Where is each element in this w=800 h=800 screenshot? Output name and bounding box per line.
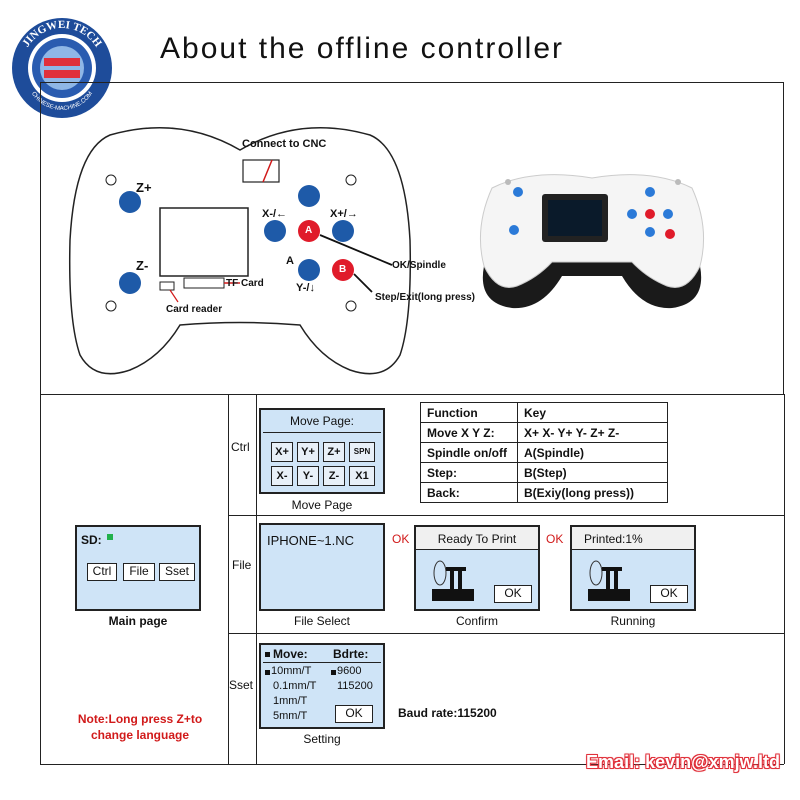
key-spindle[interactable]: SPN: [349, 442, 375, 462]
printer-icon: [588, 560, 630, 601]
z-minus-label: Z-: [136, 258, 149, 273]
main-page-screen: SD: Ctrl File Sset: [75, 525, 201, 611]
email-watermark: Email: kevin@xmjw.ltd: [586, 752, 780, 772]
y-minus-label: Y-/↓: [296, 282, 315, 294]
running-caption: Running: [610, 614, 656, 628]
confirm-caption: Confirm: [455, 614, 498, 628]
confirm-screen: Ready To Print OK: [414, 525, 540, 611]
ok-spindle-label: OK/Spindle: [392, 260, 446, 271]
controller-outline: [68, 127, 412, 375]
x-plus-label: X+/→: [330, 208, 358, 220]
row-label-file: File: [232, 558, 252, 572]
bdrte-header: Bdrte:: [333, 647, 369, 661]
sd-label: SD:: [81, 533, 102, 547]
function-table: Function Key Move X Y Z: X+ X- Y+ Y- Z+ …: [420, 402, 668, 503]
page-title: About the offline controller: [160, 32, 565, 65]
a-button-letter: A: [305, 225, 313, 236]
confirm-header: Ready To Print: [437, 532, 517, 546]
running-screen: Printed:1% OK: [570, 525, 696, 611]
table-cell: Move X Y Z:: [420, 422, 518, 443]
step-exit-label: Step/Exit(long press): [375, 292, 476, 303]
key-z-minus[interactable]: Z-: [323, 466, 345, 486]
table-row: Move X Y Z: X+ X- Y+ Y- Z+ Z-: [420, 422, 668, 443]
confirm-ok-button[interactable]: OK: [494, 585, 532, 603]
move-option[interactable]: 0.1mm/T: [273, 680, 317, 692]
setting-ok-button[interactable]: OK: [335, 705, 373, 723]
x-minus-label: X-/←: [262, 208, 288, 220]
company-logo: JINGWEI TECH CHINESE-MACHINE.COM: [12, 18, 112, 118]
table-cell: B(Exiy(long press)): [517, 482, 668, 503]
move-page-caption: Move Page: [291, 498, 353, 512]
card-reader-label: Card reader: [166, 304, 223, 315]
move-option[interactable]: 10mm/T: [271, 665, 312, 677]
ctrl-button[interactable]: Ctrl: [87, 563, 117, 581]
setting-screen: Move: Bdrte: 10mm/T 0.1mm/T 1mm/T 5mm/T …: [259, 643, 385, 729]
baud-rate-note: Baud rate:115200: [398, 706, 497, 720]
setting-caption: Setting: [303, 732, 341, 746]
table-header: Key: [517, 402, 668, 423]
table-cell: Step:: [420, 462, 518, 483]
sset-button[interactable]: Sset: [159, 563, 195, 581]
running-ok-button[interactable]: OK: [650, 585, 688, 603]
row-label-sset: Sset: [229, 678, 254, 692]
table-cell: B(Step): [517, 462, 668, 483]
move-option[interactable]: 5mm/T: [273, 710, 308, 722]
z-plus-label: Z+: [136, 180, 152, 195]
table-header: Function: [420, 402, 518, 423]
main-page-caption: Main page: [108, 614, 168, 628]
b-button-letter: B: [339, 264, 347, 275]
move-header: Move:: [273, 647, 308, 661]
move-page-screen: Move Page: X+ Y+ Z+ SPN X- Y- Z- X1: [259, 408, 385, 494]
file-select-screen: IPHONE~1.NC: [259, 523, 385, 611]
table-row: Back: B(Exiy(long press)): [420, 482, 668, 503]
language-note: Note:Long press Z+to change language: [77, 712, 203, 742]
table-row: Step: B(Step): [420, 462, 668, 483]
ok-arrow-label: OK: [392, 532, 410, 546]
key-y-minus[interactable]: Y-: [297, 466, 319, 486]
key-x-plus[interactable]: X+: [271, 442, 293, 462]
sd-status-icon: [107, 534, 113, 540]
baud-option[interactable]: 115200: [337, 680, 373, 692]
move-option[interactable]: 1mm/T: [273, 695, 308, 707]
file-name[interactable]: IPHONE~1.NC: [267, 533, 355, 548]
controller-frame: [40, 82, 784, 394]
file-select-caption: File Select: [293, 614, 351, 628]
key-x-minus[interactable]: X-: [271, 466, 293, 486]
key-y-plus[interactable]: Y+: [297, 442, 319, 462]
printer-icon: [432, 560, 474, 601]
a-label: A: [286, 255, 294, 267]
key-x1[interactable]: X1: [349, 466, 375, 486]
table-cell: A(Spindle): [517, 442, 668, 463]
move-page-header: Move Page:: [289, 414, 355, 428]
running-header: Printed:1%: [584, 532, 643, 546]
row-label-ctrl: Ctrl: [231, 440, 250, 454]
table-row: Spindle on/off A(Spindle): [420, 442, 668, 463]
key-z-plus[interactable]: Z+: [323, 442, 345, 462]
ok-arrow-label: OK: [546, 532, 564, 546]
tf-card-label: TF Card: [226, 278, 264, 289]
table-cell: Back:: [420, 482, 518, 503]
controller-photo: [479, 174, 705, 309]
connect-cnc-label: Connect to CNC: [242, 138, 327, 150]
baud-option[interactable]: 9600: [337, 665, 362, 677]
table-cell: Spindle on/off: [420, 442, 518, 463]
table-cell: X+ X- Y+ Y- Z+ Z-: [517, 422, 668, 443]
file-button[interactable]: File: [123, 563, 155, 581]
